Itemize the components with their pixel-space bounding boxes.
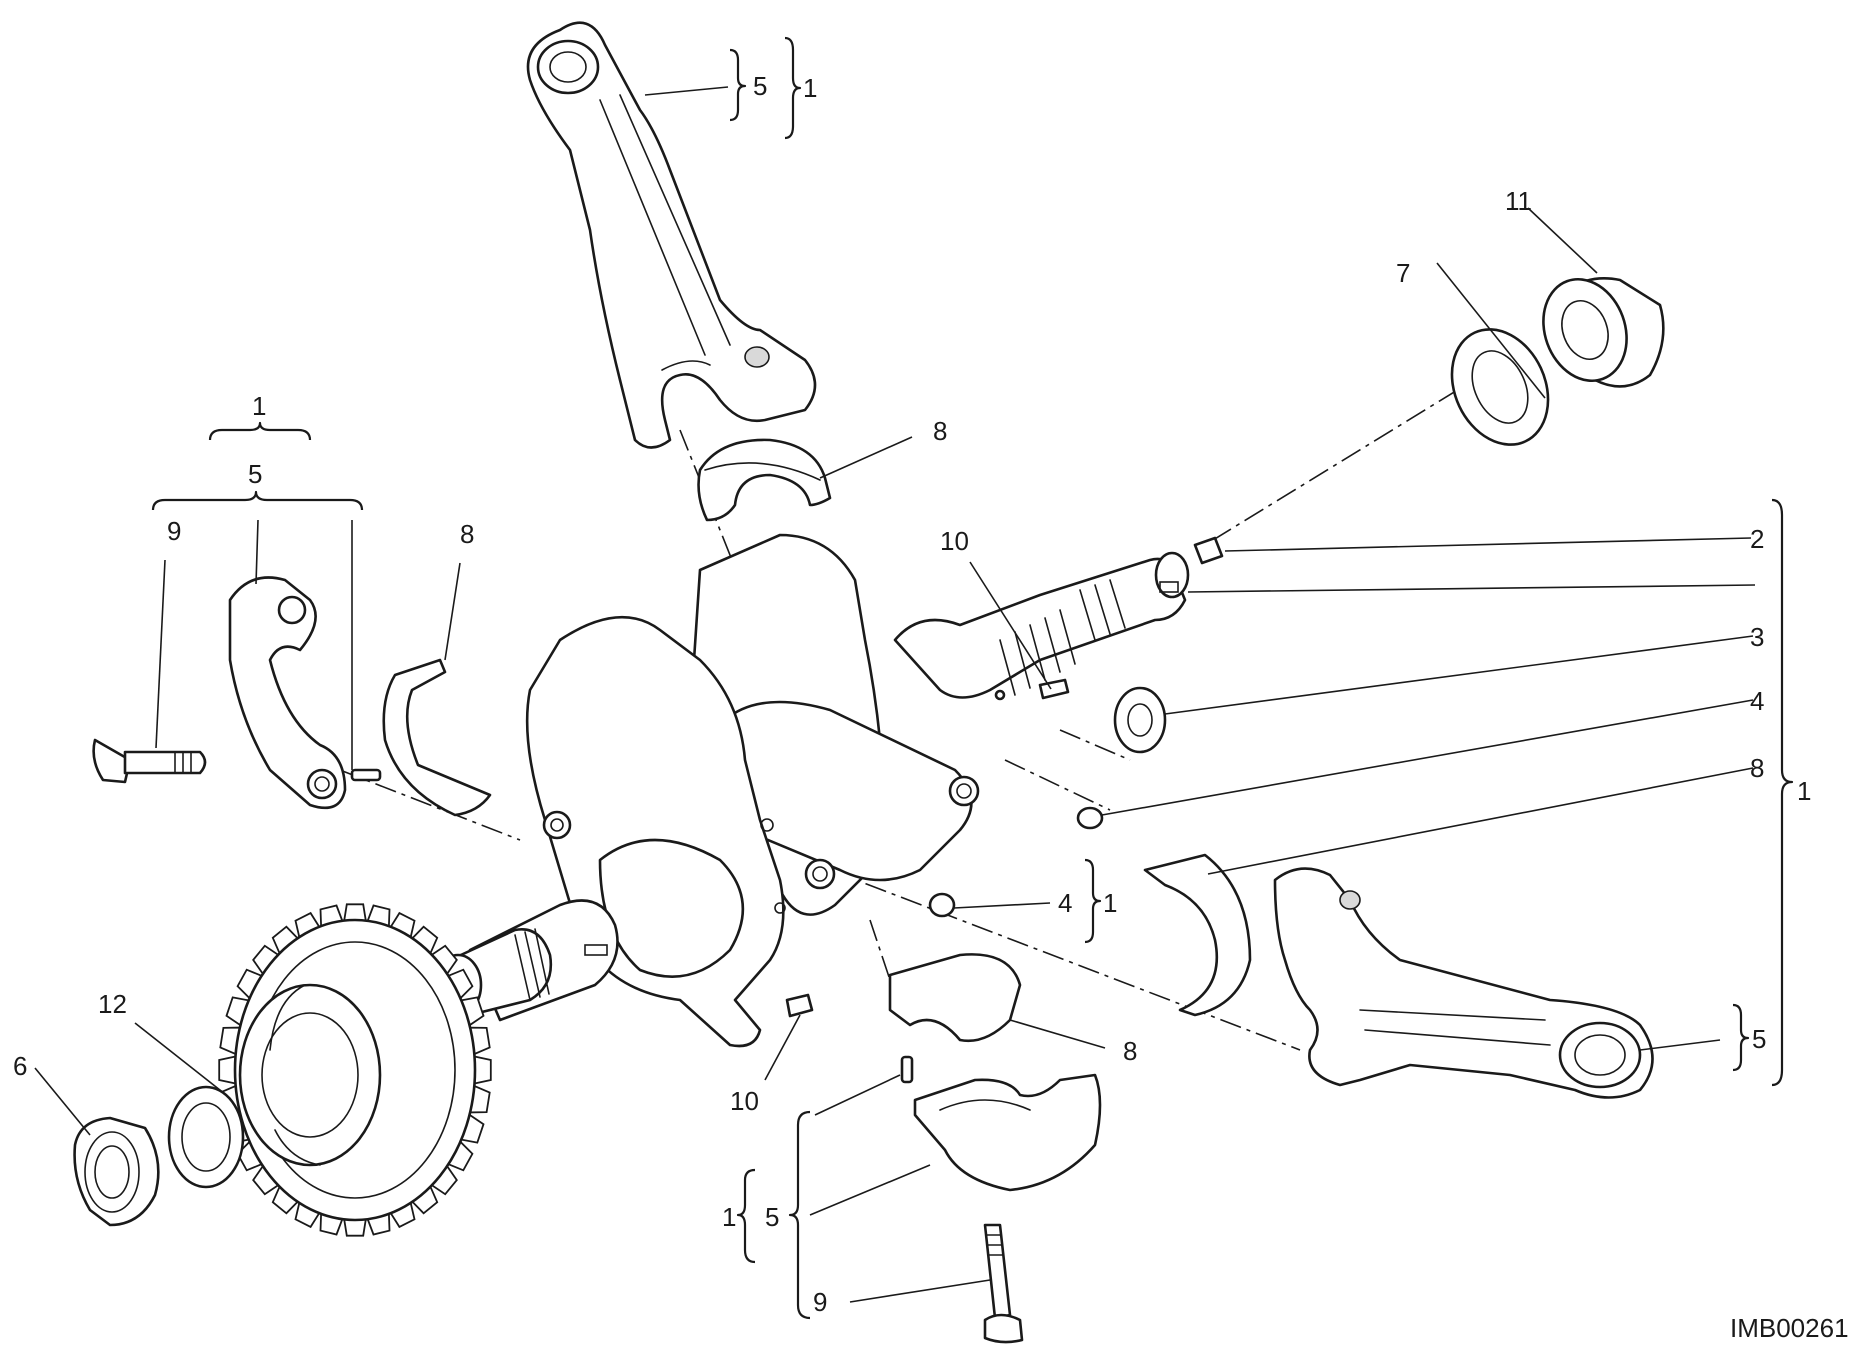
bearing-shell-lower bbox=[888, 953, 1022, 1043]
callout-left-group-5: 5 bbox=[248, 459, 262, 489]
plug-4-center bbox=[928, 892, 956, 918]
callout-shell-right-8: 8 bbox=[1750, 753, 1764, 783]
drawing-code: IMB00261 bbox=[1730, 1313, 1849, 1343]
washer-12 bbox=[167, 1085, 245, 1189]
bearing-shell-left bbox=[382, 658, 492, 817]
callout-rod-right-5: 5 bbox=[1752, 1024, 1766, 1054]
callout-plug-4-right: 4 bbox=[1750, 686, 1764, 716]
callout-bushing-3: 3 bbox=[1750, 622, 1764, 652]
callout-bolt-bottom-9: 9 bbox=[813, 1287, 827, 1317]
callout-key-10-bottom: 10 bbox=[730, 1086, 759, 1116]
callout-center-1: 1 bbox=[1103, 888, 1117, 918]
callout-right-group-1: 1 bbox=[1797, 776, 1811, 806]
callout-rod-top-1: 1 bbox=[803, 73, 817, 103]
dowel-bottom bbox=[900, 1055, 914, 1084]
callout-rod-top-5: 5 bbox=[753, 71, 767, 101]
callout-plug-4-center: 4 bbox=[1058, 888, 1072, 918]
key-10-bottom bbox=[785, 993, 814, 1018]
crankshaft bbox=[433, 533, 1190, 1048]
gear-tooth bbox=[473, 1055, 492, 1085]
rod-cap-left bbox=[228, 576, 347, 810]
bolt-bottom-9 bbox=[983, 1223, 1024, 1344]
plug-4-right bbox=[1076, 806, 1104, 830]
washer-7 bbox=[1450, 328, 1550, 446]
dowel-left bbox=[350, 768, 382, 782]
rod-cap-bottom bbox=[913, 1073, 1102, 1192]
callout-nut-11: 11 bbox=[1505, 186, 1532, 216]
callout-shell-lower-8: 8 bbox=[1123, 1036, 1137, 1066]
bearing-shell-top bbox=[697, 438, 832, 522]
callout-key-10-top: 10 bbox=[940, 526, 969, 556]
connecting-rod-right bbox=[1273, 867, 1654, 1099]
gear-tooth bbox=[343, 1218, 367, 1237]
callout-washer-12: 12 bbox=[98, 989, 127, 1019]
callout-shell-left-8: 8 bbox=[460, 519, 474, 549]
callout-washer-7: 7 bbox=[1396, 258, 1410, 288]
gear-tooth bbox=[218, 1055, 237, 1085]
leader-lines bbox=[34, 86, 1756, 1303]
callout-shell-top-8: 8 bbox=[933, 416, 947, 446]
callout-bolt-left-9: 9 bbox=[167, 516, 181, 546]
plug-2 bbox=[1193, 536, 1224, 565]
gear-tooth bbox=[343, 903, 367, 922]
nut-11 bbox=[1542, 277, 1665, 388]
callout-plug-2: 2 bbox=[1750, 524, 1764, 554]
callout-bottom-group-1: 1 bbox=[722, 1202, 736, 1232]
callout-left-group-1: 1 bbox=[252, 391, 266, 421]
callout-nut-6: 6 bbox=[13, 1051, 27, 1081]
connecting-rod-top bbox=[526, 21, 817, 449]
braces bbox=[151, 36, 1794, 1320]
bearing-shell-right bbox=[1143, 853, 1252, 1017]
nut-6 bbox=[73, 1116, 160, 1227]
callout-bottom-group-5: 5 bbox=[765, 1202, 779, 1232]
bolt-left-9 bbox=[92, 738, 207, 784]
gear-teeth bbox=[218, 903, 492, 1237]
callout-labels: 5 1 11 7 8 1 5 9 8 10 2 3 4 8 1 4 1 5 8 … bbox=[13, 71, 1811, 1317]
bushing-3 bbox=[1113, 686, 1167, 754]
key-10-top bbox=[1038, 678, 1070, 700]
gear bbox=[233, 918, 477, 1222]
